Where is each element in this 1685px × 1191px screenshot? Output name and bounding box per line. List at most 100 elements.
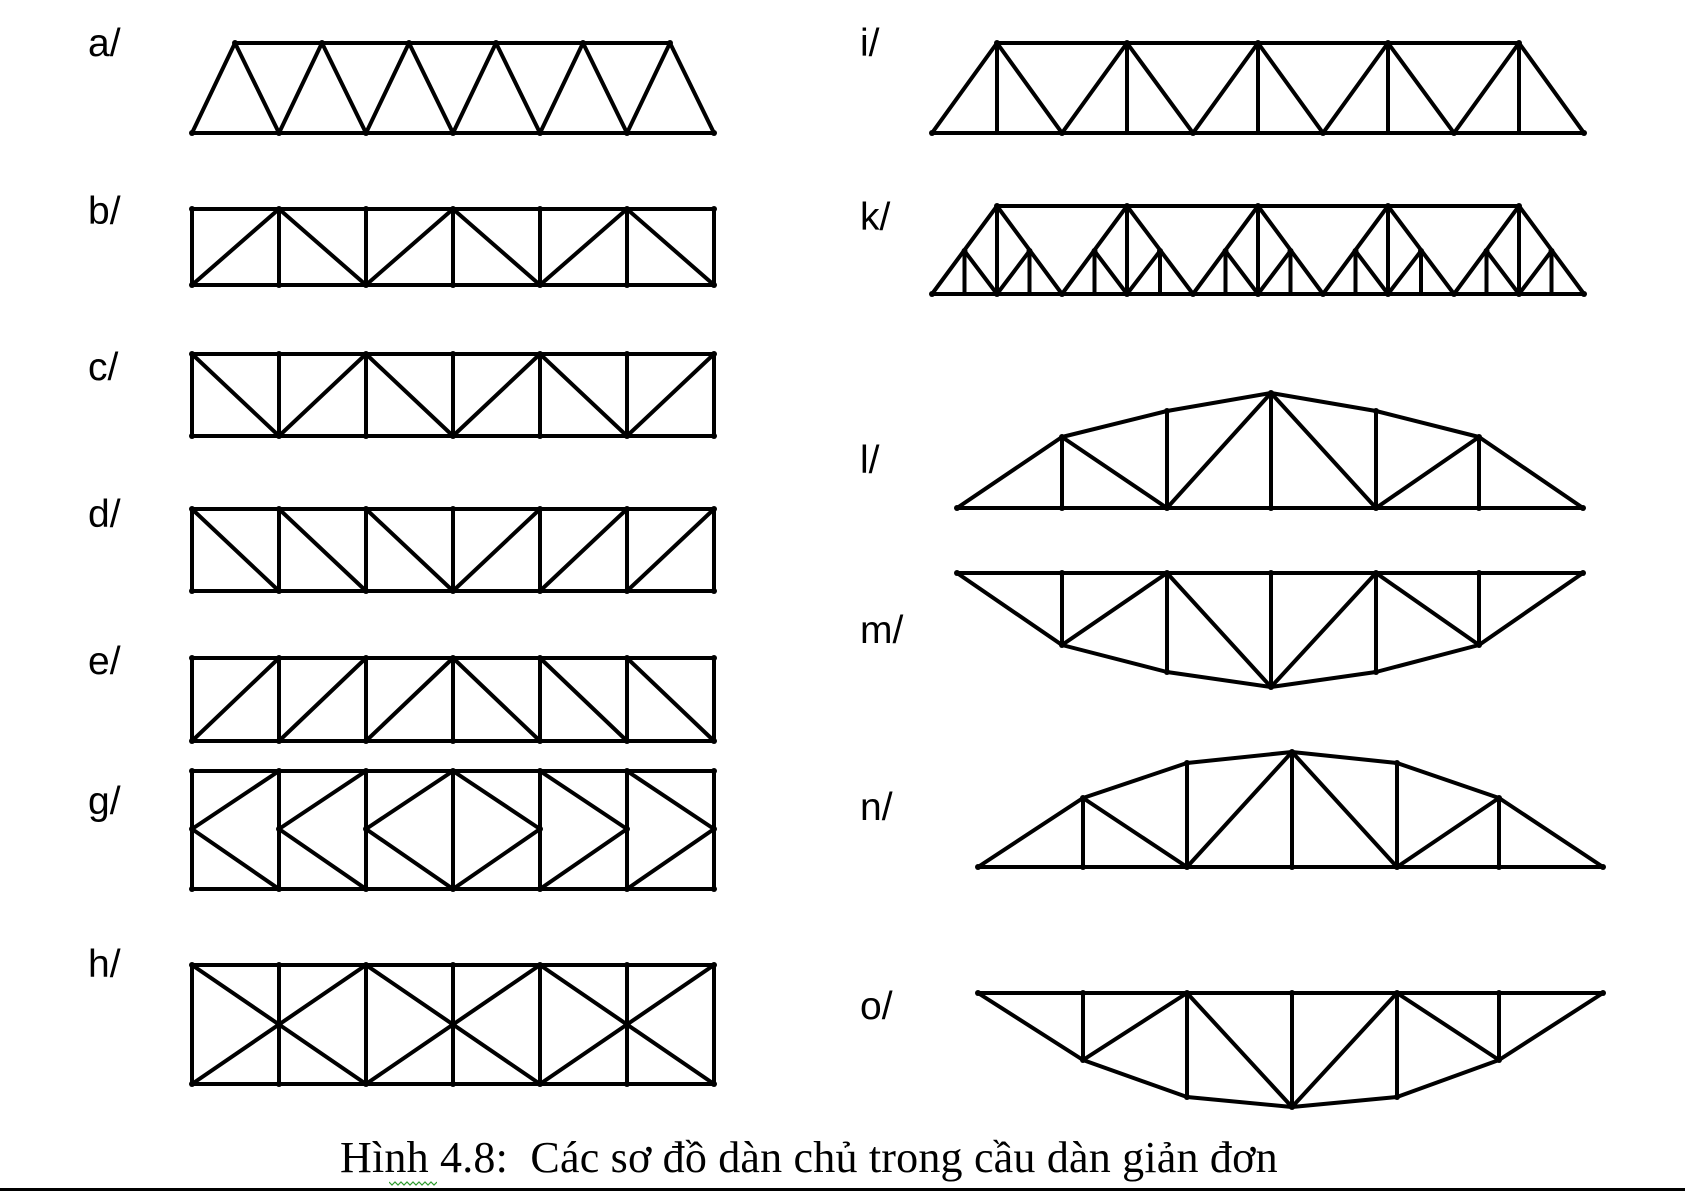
truss-node	[1124, 40, 1130, 46]
truss-node	[711, 588, 717, 594]
diagonal-member	[1165, 391, 1273, 510]
top-chord	[1395, 761, 1501, 800]
truss-node	[276, 282, 282, 288]
truss-node	[624, 130, 630, 136]
k-diagonal	[364, 769, 455, 831]
top-chord	[1165, 391, 1273, 413]
diagonal-member	[277, 507, 368, 593]
top-chord	[1477, 435, 1585, 510]
truss-node	[363, 826, 369, 832]
truss-node	[711, 826, 717, 832]
diagonal-member	[364, 507, 455, 593]
sub-diagonal	[1353, 249, 1390, 296]
truss-label-i: i/	[860, 22, 880, 65]
bottom-chord	[1269, 670, 1378, 689]
truss-node	[1190, 130, 1196, 136]
truss-node	[1581, 130, 1587, 136]
truss-node	[1600, 864, 1606, 870]
diagonal-member	[581, 41, 629, 135]
truss-node	[954, 570, 960, 576]
diagonal-member	[1269, 391, 1378, 510]
truss-node	[276, 826, 282, 832]
page-bottom-rule	[0, 1188, 1685, 1191]
bottom-chord	[1060, 643, 1169, 674]
diagonal-member	[625, 41, 672, 135]
diagonal-member	[1395, 796, 1501, 869]
truss-node	[1091, 248, 1098, 254]
truss-node	[450, 1081, 456, 1087]
truss-node	[276, 1021, 282, 1028]
k-diagonal	[625, 769, 716, 831]
truss-node	[1373, 669, 1379, 675]
diagonal-member	[1060, 435, 1169, 510]
diagonal-member	[1256, 41, 1325, 135]
truss-node	[624, 282, 630, 288]
truss-node	[1373, 408, 1379, 414]
truss-node	[1451, 291, 1457, 297]
k-diagonal	[190, 827, 281, 891]
diagonal-member	[277, 352, 368, 438]
truss-node	[1289, 990, 1295, 996]
truss-node	[1268, 570, 1274, 576]
truss-node	[189, 655, 195, 661]
diagonal-member	[538, 207, 629, 287]
diagonal-member	[451, 207, 542, 287]
k-diagonal	[277, 827, 368, 891]
truss-node	[1394, 760, 1400, 766]
truss-node	[493, 40, 499, 46]
diagonal-member	[1191, 41, 1260, 135]
k-diagonal	[538, 769, 629, 831]
truss-node	[994, 40, 1000, 46]
bottom-chord	[1395, 1058, 1501, 1099]
truss-label-k: k/	[860, 196, 891, 239]
truss-label-m: m/	[860, 609, 903, 652]
truss-node	[363, 130, 369, 136]
diagonal-member	[451, 352, 542, 438]
diagonal-member	[1290, 991, 1399, 1109]
truss-node	[189, 433, 195, 439]
bottom-chord	[1185, 1095, 1294, 1109]
diagonal-member	[995, 41, 1064, 135]
diagonal-member	[625, 507, 716, 593]
truss-node	[1059, 570, 1065, 576]
truss-node	[189, 588, 195, 594]
truss-node	[1548, 248, 1555, 254]
truss-node	[1268, 505, 1274, 511]
diagonal-member	[1081, 991, 1189, 1062]
truss-o: o/	[860, 985, 1606, 1110]
k-diagonal	[451, 827, 542, 891]
bottom-chord	[1477, 571, 1585, 647]
truss-node	[450, 962, 456, 968]
truss-k: k/	[860, 196, 1587, 297]
k-diagonal	[364, 827, 455, 891]
diagonal-member	[625, 352, 716, 438]
truss-node	[1059, 130, 1065, 136]
diagonal-member	[277, 41, 324, 135]
truss-node	[276, 130, 282, 136]
truss-i: i/	[860, 22, 1587, 136]
truss-node	[1184, 1094, 1190, 1100]
top-chord	[1374, 409, 1481, 439]
truss-c: c/	[88, 346, 717, 439]
truss-node	[450, 282, 456, 288]
k-diagonal	[538, 827, 629, 891]
diagonal-member	[277, 656, 368, 743]
truss-node	[1385, 40, 1391, 46]
diagonal-member	[625, 656, 716, 743]
truss-node	[1516, 40, 1522, 46]
truss-n: n/	[860, 749, 1606, 870]
truss-m: m/	[860, 570, 1586, 690]
top-chord	[955, 435, 1064, 510]
diagonal-member	[1290, 750, 1399, 869]
diagonal-member	[364, 41, 411, 135]
truss-node	[1394, 1094, 1400, 1100]
diagonal-member	[1125, 41, 1195, 135]
diagonal-member	[451, 41, 498, 135]
truss-label-o: o/	[860, 985, 893, 1028]
diagonal-member	[320, 41, 368, 135]
top-chord	[976, 796, 1085, 869]
k-diagonal	[625, 827, 716, 891]
diagonal-member	[1060, 571, 1169, 647]
diagonal-member	[668, 41, 716, 135]
truss-node	[975, 864, 981, 870]
